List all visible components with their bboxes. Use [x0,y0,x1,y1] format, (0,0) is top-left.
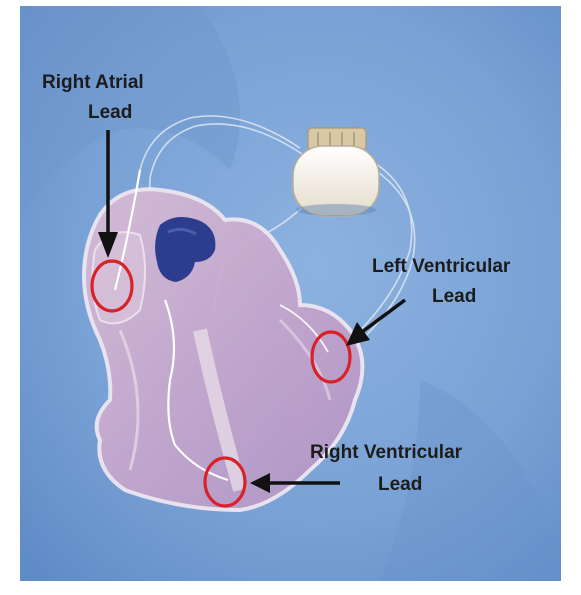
left-ventricular-label-line1: Left Ventricular [372,256,511,277]
left-ventricular-label-line2: Lead [432,286,476,307]
right-ventricular-label-line2: Lead [378,474,422,495]
right-atrial-label-line2: Lead [88,102,132,123]
right-ventricular-label-line1: Right Ventricular [310,442,463,463]
right-atrial-label-line1: Right Atrial [42,72,144,93]
